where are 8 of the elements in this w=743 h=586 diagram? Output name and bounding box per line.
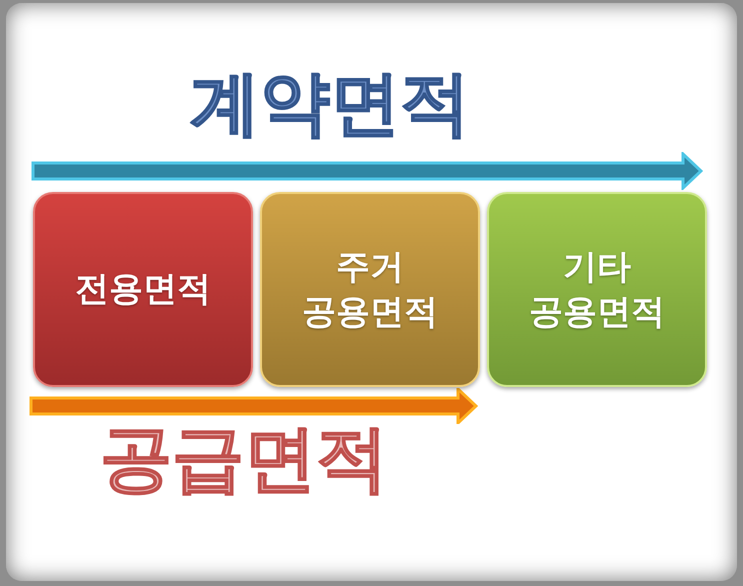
area-box <box>33 192 253 387</box>
area-label: 계약면적 <box>190 68 470 138</box>
area-box <box>487 192 707 387</box>
box-label: 주거 공용면적 <box>301 246 439 334</box>
box-label: 전용면적 <box>75 268 211 312</box>
area-box <box>260 192 480 387</box>
area-label: 공급면적 <box>100 422 388 494</box>
box-label: 기타 공용면적 <box>528 246 666 334</box>
